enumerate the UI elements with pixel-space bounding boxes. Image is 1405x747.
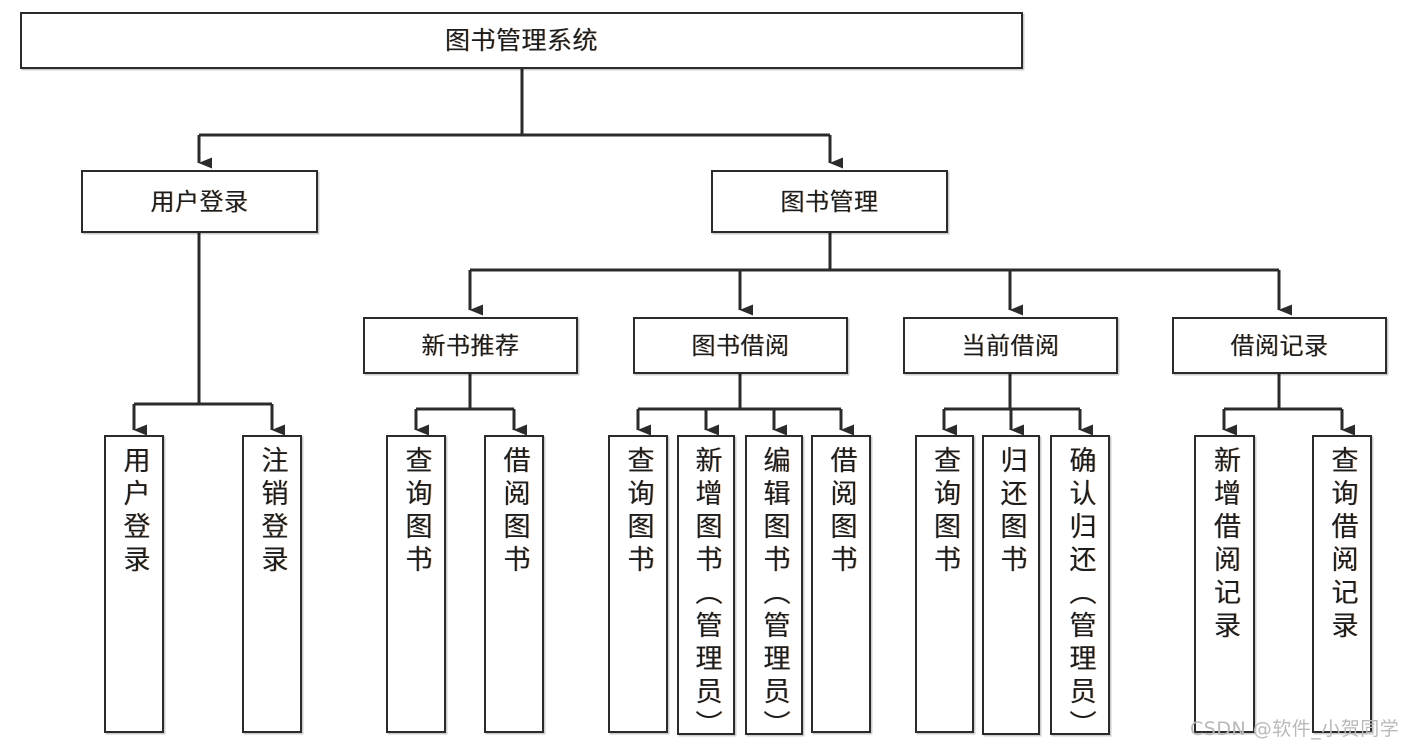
node-label: 归还图书 (995, 446, 1027, 578)
node-current-borrow[interactable]: 当前借阅 (903, 317, 1118, 374)
node-label: 借阅图书 (498, 446, 530, 578)
node-label: 借阅记录 (1230, 331, 1329, 360)
leaf-borrow-query-book[interactable]: 查询图书 (608, 435, 668, 733)
node-label: 图书借阅 (691, 331, 790, 360)
node-book-management[interactable]: 图书管理 (711, 170, 948, 233)
leaf-borrow-add-book-admin[interactable]: 新增图书（管理员） (677, 435, 735, 743)
leaf-user-login-logout[interactable]: 注销登录 (242, 435, 302, 733)
node-label: 确认归还（管理员） (1064, 446, 1096, 743)
node-label: 用户登录 (118, 446, 150, 578)
node-label: 编辑图书（管理员） (758, 446, 790, 743)
node-label: 查询借阅记录 (1326, 446, 1358, 644)
leaf-current-query-book[interactable]: 查询图书 (915, 435, 974, 733)
watermark-text: CSDN @软件_小贺同学 (1190, 718, 1400, 740)
node-label: 查询图书 (400, 446, 432, 578)
node-label: 图书管理系统 (444, 26, 598, 55)
leaf-recommend-borrow-book[interactable]: 借阅图书 (484, 435, 544, 733)
node-label: 新增借阅记录 (1209, 446, 1240, 644)
node-new-book-recommend[interactable]: 新书推荐 (363, 317, 578, 374)
node-label: 图书管理 (780, 187, 879, 216)
node-label: 查询图书 (929, 446, 960, 578)
node-label: 查询图书 (622, 446, 654, 578)
node-label: 借阅图书 (825, 446, 857, 578)
leaf-records-query-record[interactable]: 查询借阅记录 (1312, 435, 1372, 733)
leaf-records-add-record[interactable]: 新增借阅记录 (1194, 435, 1255, 733)
node-label: 当前借阅 (961, 331, 1060, 360)
leaf-current-return-book[interactable]: 归还图书 (982, 435, 1040, 735)
leaf-current-confirm-return-admin[interactable]: 确认归还（管理员） (1050, 435, 1110, 743)
node-label: 注销登录 (256, 446, 288, 578)
node-borrow-records[interactable]: 借阅记录 (1172, 317, 1387, 374)
node-book-borrow[interactable]: 图书借阅 (633, 317, 848, 374)
leaf-borrow-edit-book-admin[interactable]: 编辑图书（管理员） (745, 435, 803, 743)
leaf-user-login-login[interactable]: 用户登录 (104, 435, 164, 733)
leaf-recommend-query-book[interactable]: 查询图书 (386, 435, 446, 733)
node-label: 新增图书（管理员） (690, 446, 722, 743)
node-label: 新书推荐 (421, 331, 520, 360)
node-root-system[interactable]: 图书管理系统 (20, 12, 1023, 69)
leaf-borrow-borrow-book[interactable]: 借阅图书 (811, 435, 871, 733)
node-user-login[interactable]: 用户登录 (81, 170, 318, 233)
node-label: 用户登录 (150, 187, 249, 216)
